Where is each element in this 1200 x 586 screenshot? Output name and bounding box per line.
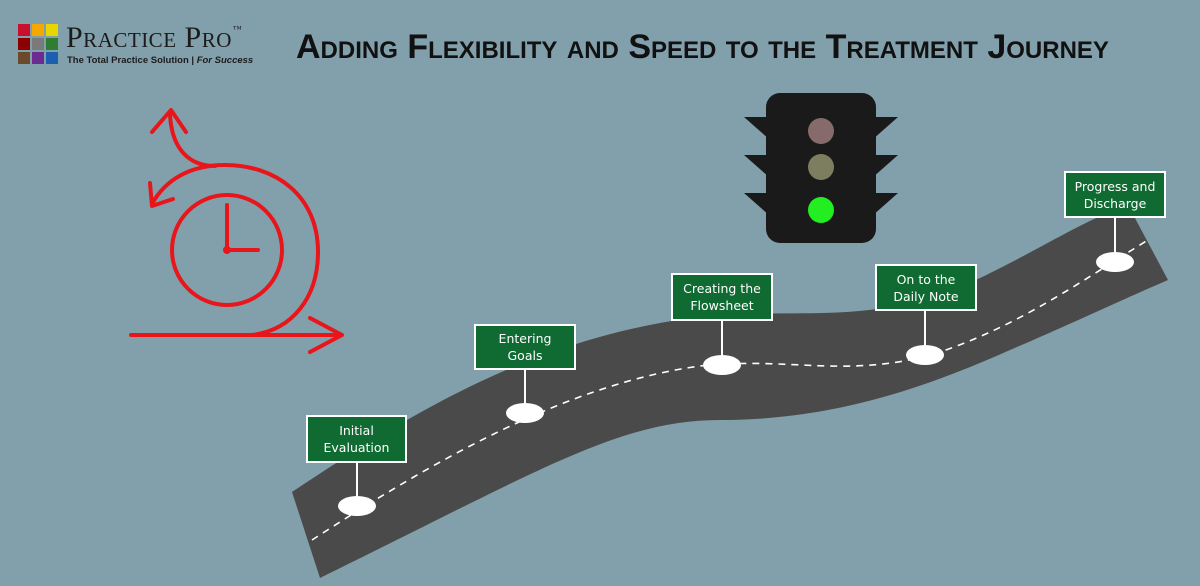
milestone-marker-5: [1096, 252, 1134, 272]
milestone-marker-2: [506, 403, 544, 423]
milestone-label-line: Evaluation: [323, 440, 390, 455]
milestone-label-line: Daily Note: [893, 288, 959, 304]
milestone-label-line: Flowsheet: [690, 298, 754, 313]
logo-color-grid-icon: [18, 24, 58, 64]
traffic-light-red-lamp: [808, 118, 834, 144]
milestone-sign-entering-goals: Entering Goals: [474, 324, 576, 370]
milestone-markers: [338, 252, 1134, 516]
logo-square: [32, 52, 44, 64]
logo-square: [18, 38, 30, 50]
road-center-line: [311, 239, 1149, 541]
logo-square: [18, 24, 30, 36]
traffic-light-icon: [744, 93, 898, 243]
milestone-marker-4: [906, 345, 944, 365]
milestone-label-line: Entering Goals: [498, 331, 552, 363]
practice-pro-logo: Practice Pro™ The Total Practice Solutio…: [16, 21, 256, 70]
logo-tagline: The Total Practice Solution | For Succes…: [67, 55, 254, 66]
logo-square: [32, 24, 44, 36]
milestone-label-line: On to the: [896, 271, 956, 287]
milestone-label-line: Progress and: [1074, 178, 1156, 194]
logo-square: [18, 52, 30, 64]
milestone-label-line: Discharge: [1083, 195, 1147, 211]
logo-trademark: ™: [232, 24, 243, 34]
logo-square: [32, 38, 44, 50]
milestone-label-line: Initial: [339, 423, 374, 438]
traffic-light-green-lamp: [808, 197, 834, 223]
logo-wordmark: Practice Pro™: [66, 21, 243, 54]
page-title: Adding Flexibility and Speed to the Trea…: [296, 28, 1109, 66]
milestone-label-line: Creating the: [683, 281, 761, 296]
clock-center-dot: [223, 246, 231, 254]
clock-with-circular-arrows-icon: [129, 108, 344, 354]
logo-square: [46, 38, 58, 50]
milestone-marker-1: [338, 496, 376, 516]
traffic-light-yellow-lamp: [808, 154, 834, 180]
logo-square: [46, 52, 58, 64]
road: [292, 205, 1168, 578]
logo-square: [46, 24, 58, 36]
milestone-marker-3: [703, 355, 741, 375]
